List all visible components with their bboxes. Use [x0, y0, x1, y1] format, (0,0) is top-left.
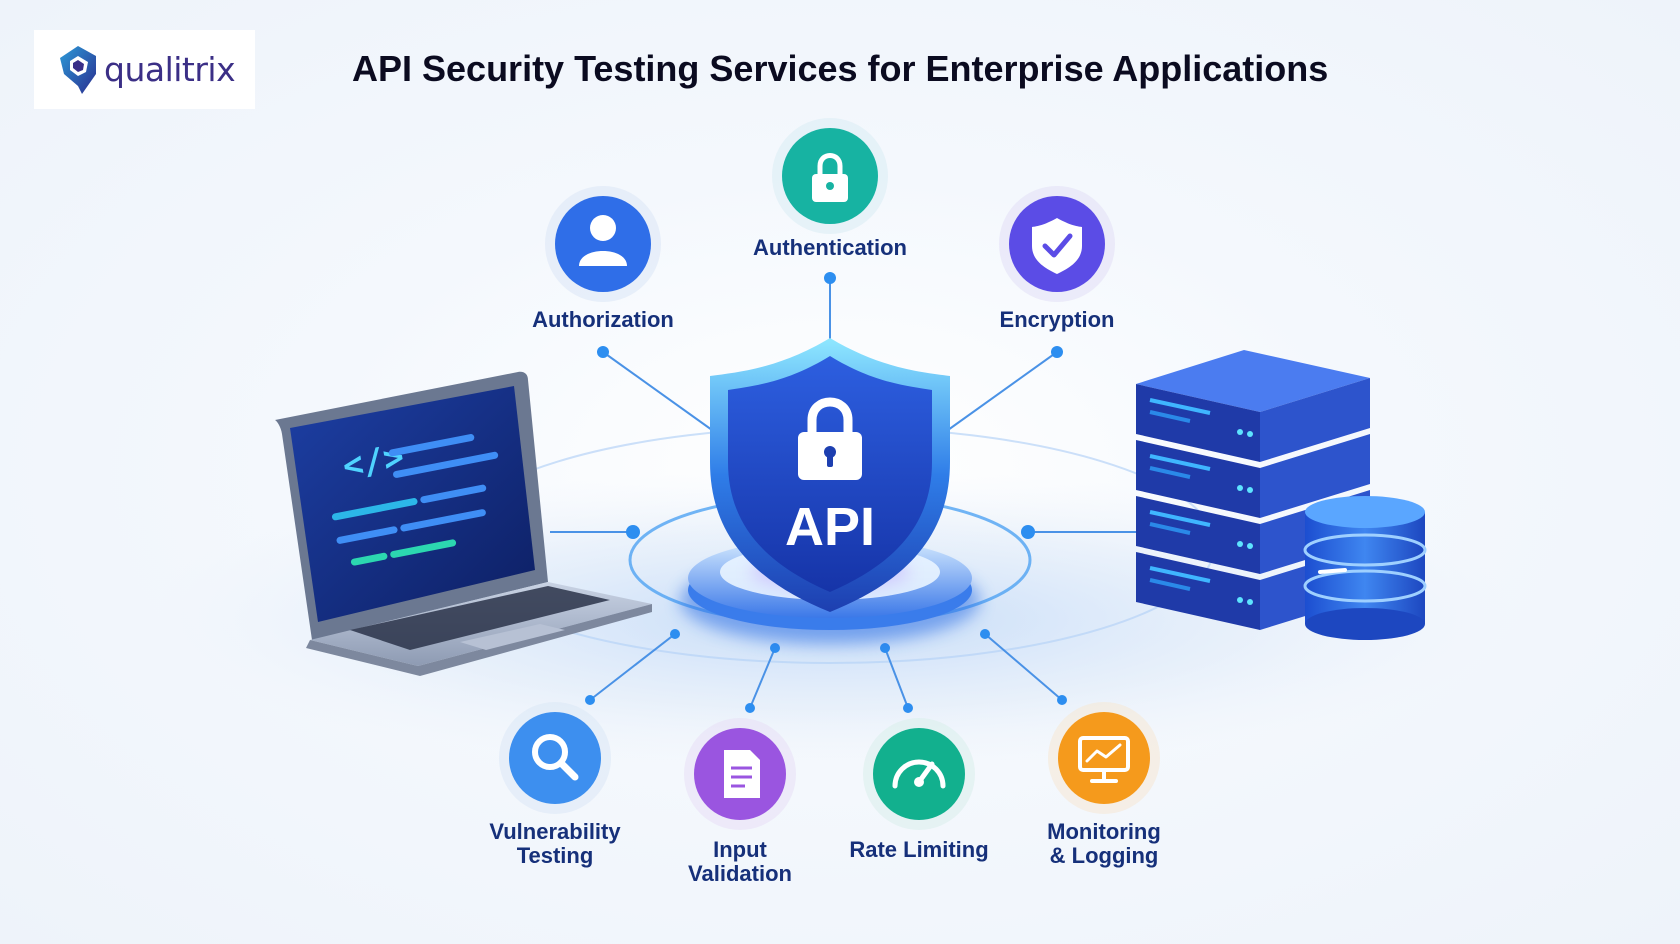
- server-unit: [1136, 350, 1370, 462]
- server-unit: [1136, 434, 1370, 518]
- feature-icon-encryption: [999, 186, 1115, 302]
- magnifier-icon: [532, 734, 579, 781]
- label-encryption: Encryption: [999, 307, 1115, 332]
- database-cylinder: [1303, 496, 1427, 640]
- connector-authorization: [602, 351, 713, 431]
- document-icon: [724, 750, 760, 798]
- logo-mark-icon: [60, 45, 96, 94]
- speedometer-icon: [892, 759, 946, 789]
- center-label: API: [785, 497, 875, 557]
- label-authentication: Authentication: [753, 235, 907, 260]
- connector-rate: [884, 647, 909, 709]
- logo-text: qualitrix: [104, 50, 236, 89]
- monitor-chart-icon: [1078, 736, 1130, 783]
- label-authorization: Authorization: [532, 307, 674, 332]
- user-icon: [579, 215, 627, 266]
- connector-encryption: [947, 351, 1058, 431]
- label-input-validation: Input Validation: [688, 837, 792, 886]
- shield-check-icon: [1032, 218, 1082, 274]
- connector-dots: [585, 272, 1067, 713]
- feature-icon-authentication: [772, 118, 888, 234]
- label-monitoring-logging: Monitoring & Logging: [1047, 819, 1161, 868]
- feature-icon-authorization: [545, 186, 661, 302]
- logo: qualitrix: [34, 30, 255, 109]
- api-shield: API: [710, 338, 950, 612]
- feature-icon-input-validation: [684, 718, 796, 830]
- feature-icon-rate-limiting: [863, 718, 975, 830]
- connector-vulnerability: [589, 633, 676, 701]
- server-database-icon: [1136, 350, 1427, 640]
- connector-lines: [550, 278, 1136, 709]
- padlock-icon: [812, 153, 848, 202]
- label-rate-limiting: Rate Limiting: [849, 837, 989, 862]
- label-vulnerability-testing: Vulnerability Testing: [489, 819, 621, 868]
- connector-monitoring: [984, 633, 1063, 701]
- connector-input: [749, 647, 776, 709]
- laptop-code-icon: </>: [275, 371, 652, 676]
- feature-icon-vulnerability-testing: [499, 702, 611, 814]
- feature-icon-monitoring-logging: [1048, 702, 1160, 814]
- padlock-icon: [798, 397, 862, 480]
- page-title: API Security Testing Services for Enterp…: [352, 48, 1329, 89]
